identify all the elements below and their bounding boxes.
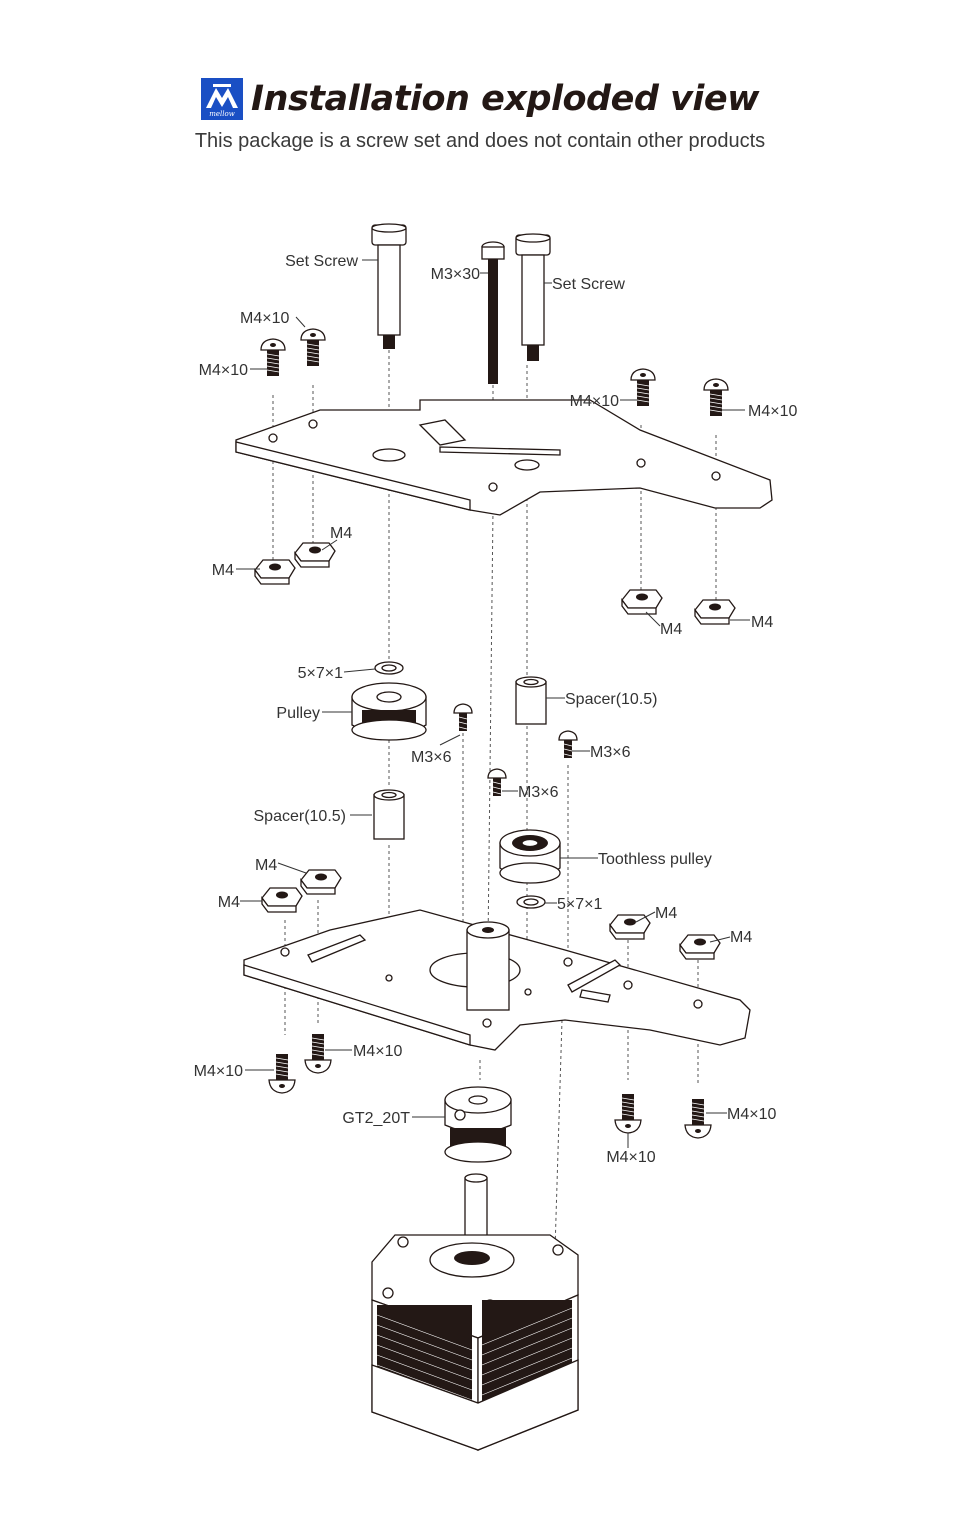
label-m4: M4 xyxy=(212,562,234,579)
label-m4: M4 xyxy=(330,525,352,542)
label-m4x10: M4×10 xyxy=(606,1149,655,1166)
toothless-pulley xyxy=(499,829,561,884)
t-nut xyxy=(261,887,303,913)
label-m4x10: M4×10 xyxy=(240,310,289,327)
m4x10-screw xyxy=(304,1033,332,1074)
m3x6-screw xyxy=(558,730,578,759)
standoff-pillar xyxy=(466,921,510,1011)
t-nut xyxy=(621,589,663,615)
t-nut xyxy=(254,559,296,585)
t-nut xyxy=(679,934,721,960)
leader-lines xyxy=(236,259,750,1148)
label-washer: 5×7×1 xyxy=(298,665,343,682)
pulley xyxy=(351,682,427,741)
label-m4: M4 xyxy=(218,894,240,911)
page-subtitle: This package is a screw set and does not… xyxy=(194,130,766,152)
washer-top xyxy=(374,661,404,675)
spacer-right xyxy=(515,676,547,725)
label-spacer: Spacer(10.5) xyxy=(565,691,658,708)
logo-text: mellow xyxy=(209,110,234,118)
m3x30-screw xyxy=(481,241,505,384)
header: mellow Installation exploded view This p… xyxy=(0,78,960,153)
label-m4x10: M4×10 xyxy=(194,1063,243,1080)
t-nut xyxy=(294,542,336,568)
label-m3x6: M3×6 xyxy=(590,744,631,761)
label-m3x6: M3×6 xyxy=(411,749,452,766)
m4x10-screw xyxy=(260,338,286,377)
washer-bottom xyxy=(516,895,546,909)
label-m3x6: M3×6 xyxy=(518,784,559,801)
label-m4x10: M4×10 xyxy=(748,403,797,420)
label-set-screw-right: Set Screw xyxy=(552,276,625,293)
label-m3x30: M3×30 xyxy=(431,266,480,283)
set-screw-left xyxy=(371,223,407,349)
t-nut xyxy=(694,599,736,625)
label-m4: M4 xyxy=(660,621,682,638)
set-screw-right xyxy=(515,233,551,361)
t-nut xyxy=(300,869,342,895)
stepper-motor xyxy=(371,1173,579,1451)
label-spacer: Spacer(10.5) xyxy=(254,808,347,825)
label-set-screw-left: Set Screw xyxy=(285,253,358,270)
label-m4x10: M4×10 xyxy=(727,1106,776,1123)
top-plate xyxy=(235,399,773,516)
label-pulley: Pulley xyxy=(276,705,320,722)
label-m4x10: M4×10 xyxy=(199,362,248,379)
labels: Set Screw M3×30 Set Screw M4×10 M4×10 M4… xyxy=(194,253,798,1166)
label-washer: 5×7×1 xyxy=(557,896,602,913)
label-m4x10: M4×10 xyxy=(353,1043,402,1060)
label-m4x10: M4×10 xyxy=(570,393,619,410)
m4x10-screw xyxy=(268,1053,296,1094)
label-gt2: GT2_20T xyxy=(342,1110,410,1127)
label-m4: M4 xyxy=(255,857,277,874)
spacer-left xyxy=(373,789,405,840)
m4x10-screw xyxy=(614,1093,642,1134)
m4x10-screw xyxy=(684,1098,712,1139)
m3x6-screw xyxy=(453,703,473,732)
label-toothless-pulley: Toothless pulley xyxy=(598,851,712,868)
gt2-pulley xyxy=(444,1086,512,1163)
label-m4: M4 xyxy=(655,905,677,922)
label-m4: M4 xyxy=(730,929,752,946)
mellow-logo: mellow xyxy=(201,78,244,120)
m4x10-screw xyxy=(300,328,326,367)
m3x6-screw xyxy=(487,768,507,797)
t-nut xyxy=(609,914,651,940)
label-m4: M4 xyxy=(751,614,773,631)
page-title: Installation exploded view xyxy=(251,79,759,119)
title-row: mellow Installation exploded view xyxy=(0,78,960,120)
